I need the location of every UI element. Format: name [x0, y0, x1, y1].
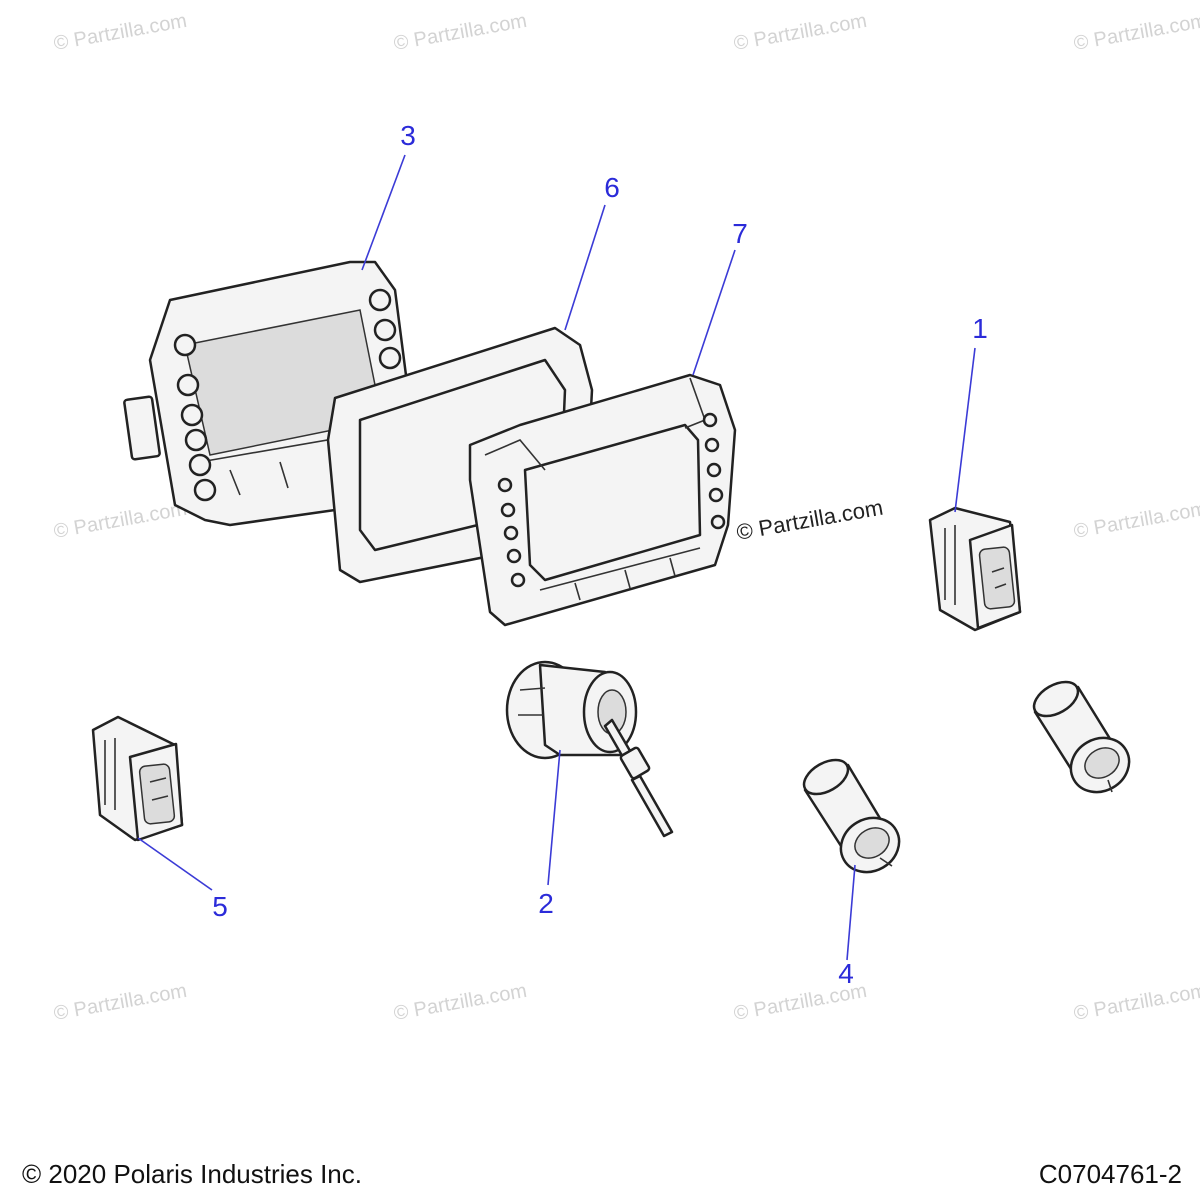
leader-line-4: [846, 864, 856, 961]
leader-line-7: [692, 249, 736, 376]
watermark-text: © Partzilla.com: [392, 10, 529, 55]
part-4-power-outlet[interactable]: [798, 753, 909, 883]
key-icon: [603, 718, 674, 838]
diagram-id: C0704761-2: [1038, 1159, 1182, 1189]
leader-line-1: [954, 347, 976, 513]
watermark-text: © Partzilla.com: [392, 980, 529, 1025]
callout-4: 4: [838, 958, 854, 989]
callout-7: 7: [732, 218, 748, 249]
leader-line-3: [361, 154, 406, 271]
callout-5: 5: [212, 891, 228, 922]
part-1-rocker-switch[interactable]: [928, 506, 1022, 632]
leader-line-5: [137, 837, 213, 891]
center-watermark: © Partzilla.com: [735, 495, 885, 545]
callout-6: 6: [604, 172, 620, 203]
power-outlet-right[interactable]: [1028, 675, 1139, 803]
callout-2: 2: [538, 888, 554, 919]
callout-3: 3: [400, 120, 416, 151]
watermark-text: © Partzilla.com: [1072, 980, 1200, 1025]
leader-lines: [137, 154, 976, 961]
watermark-text: © Partzilla.com: [52, 498, 189, 543]
watermark-text: © Partzilla.com: [1072, 498, 1200, 543]
part-7-bezel[interactable]: [468, 373, 737, 627]
callouts: 1 2 3 4 5 6 7: [212, 120, 988, 989]
callout-1: 1: [972, 313, 988, 344]
leader-line-6: [564, 204, 606, 331]
watermark-text: © Partzilla.com: [52, 10, 189, 55]
leader-line-2: [547, 749, 561, 886]
part-5-rocker-switch[interactable]: [91, 715, 184, 842]
watermark-text: © Partzilla.com: [52, 980, 189, 1025]
watermark-text: © Partzilla.com: [1072, 10, 1200, 55]
watermark-text: © Partzilla.com: [732, 10, 869, 55]
copyright-text: © 2020 Polaris Industries Inc.: [22, 1159, 362, 1189]
